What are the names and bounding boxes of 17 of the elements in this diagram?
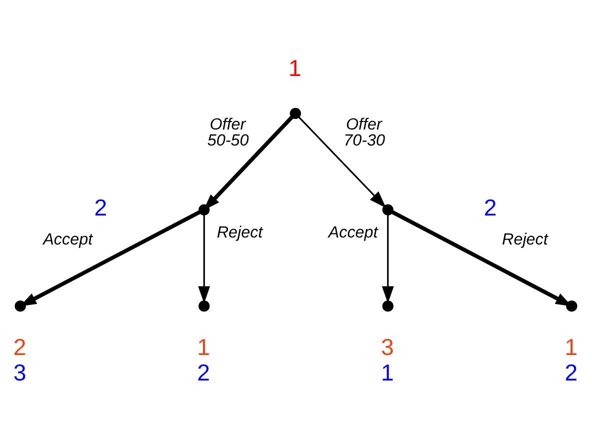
node-label: 1 xyxy=(197,334,210,360)
node-label: 1 xyxy=(288,54,302,81)
node-label: 1 xyxy=(380,358,394,385)
node-label: 3 xyxy=(13,358,26,385)
node-label: 2 xyxy=(13,334,26,360)
node-label: 2 xyxy=(197,358,210,385)
edge-label: Accept xyxy=(43,230,93,248)
node-label: 2 xyxy=(94,194,108,220)
edge-label: Reject xyxy=(216,223,263,242)
edge-label: Accept xyxy=(328,223,378,242)
edge-label: Offer 70-30 xyxy=(344,114,386,150)
node-label: 1 xyxy=(564,334,578,360)
node-label: 3 xyxy=(380,334,394,360)
edge-label: Offer 50-50 xyxy=(207,114,249,150)
node-label: 2 xyxy=(564,358,578,385)
edge-label: Reject xyxy=(502,230,548,248)
node-label: 2 xyxy=(484,194,497,220)
